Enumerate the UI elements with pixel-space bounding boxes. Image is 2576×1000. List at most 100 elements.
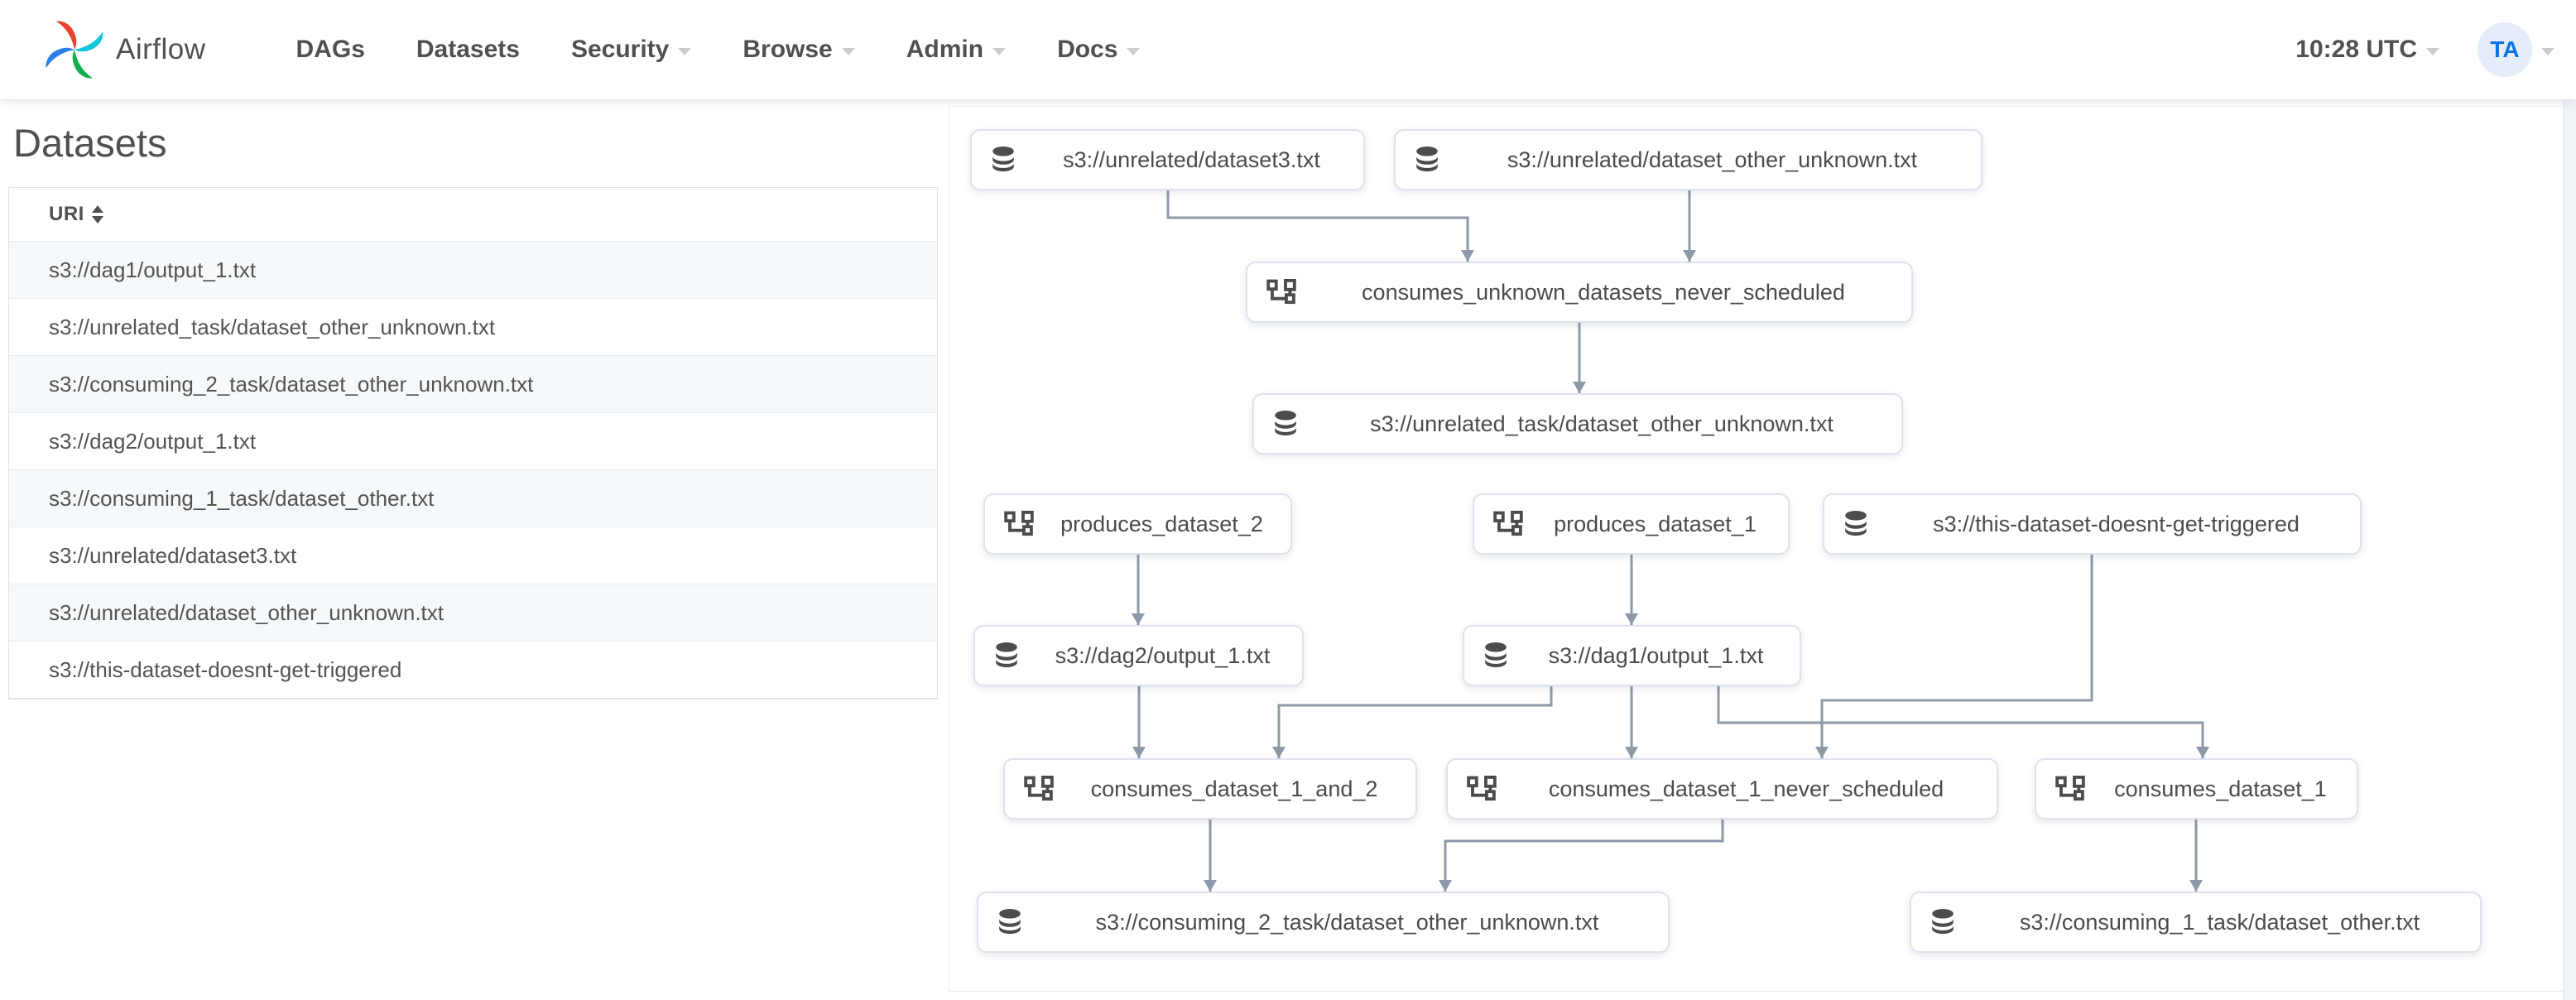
- graph-node-produces-dataset-2[interactable]: produces_dataset_2: [983, 493, 1292, 555]
- database-icon: [1843, 509, 1869, 539]
- nav-item-label: Docs: [1057, 36, 1118, 63]
- page-title: Datasets: [13, 121, 167, 165]
- arrowhead: [1272, 747, 1286, 758]
- chevron-down-icon: [992, 47, 1007, 55]
- chevron-down-icon: [2426, 47, 2439, 55]
- chevron-down-icon: [2541, 47, 2554, 55]
- dataset-row[interactable]: s3://this-dataset-doesnt-get-triggered: [9, 642, 937, 699]
- nav-item-docs[interactable]: Docs: [1031, 0, 1165, 99]
- graph-node-consuming-2-task-dataset-other-unknown[interactable]: s3://consuming_2_task/dataset_other_unkn…: [977, 892, 1670, 953]
- arrowhead: [2189, 880, 2203, 892]
- node-label: produces_dataset_2: [1060, 511, 1263, 536]
- graph-node-consumes-unknown-datasets-never-scheduled[interactable]: consumes_unknown_datasets_never_schedule…: [1246, 262, 1913, 323]
- user-menu[interactable]: TA: [2477, 22, 2554, 77]
- nav-item-label: Datasets: [416, 36, 520, 63]
- nav-item-datasets[interactable]: Datasets: [391, 0, 545, 99]
- node-label: s3://dag2/output_1.txt: [1055, 642, 1271, 668]
- node-label: consumes_dataset_1_and_2: [1090, 776, 1378, 801]
- arrowhead: [1132, 613, 1145, 625]
- edge-unrelated-dataset3-consumes-unknown-datasets-never-scheduled: [1166, 190, 1469, 262]
- graph-node-dag2-output-1[interactable]: s3://dag2/output_1.txt: [973, 625, 1304, 686]
- main-menu: DAGs Datasets Security Browse Admin Docs: [271, 0, 1166, 99]
- arrowhead: [1204, 880, 1217, 892]
- node-label: s3://unrelated_task/dataset_other_unknow…: [1370, 411, 1833, 436]
- node-label: s3://consuming_2_task/dataset_other_unkn…: [1095, 909, 1599, 935]
- airflow-pinwheel-icon: [43, 18, 106, 81]
- graph-node-consumes-dataset-1-never-scheduled[interactable]: consumes_dataset_1_never_scheduled: [1446, 758, 1998, 820]
- dataset-row[interactable]: s3://dag2/output_1.txt: [9, 413, 937, 470]
- nav-item-label: Admin: [906, 36, 984, 63]
- graph-node-this-dataset-doesnt-get-triggered[interactable]: s3://this-dataset-doesnt-get-triggered: [1823, 493, 2362, 555]
- uri-column-header[interactable]: URI: [9, 188, 937, 242]
- database-icon: [1483, 641, 1509, 671]
- sort-icon: [91, 205, 103, 224]
- dag-icon: [1266, 279, 1297, 305]
- node-label: produces_dataset_1: [1554, 511, 1757, 536]
- nav-item-security[interactable]: Security: [545, 0, 717, 99]
- chevron-down-icon: [678, 47, 692, 55]
- graph-node-consuming-1-task-dataset-other[interactable]: s3://consuming_1_task/dataset_other.txt: [1910, 892, 2482, 953]
- node-label: s3://consuming_1_task/dataset_other.txt: [2019, 909, 2420, 935]
- graph-node-dag1-output-1[interactable]: s3://dag1/output_1.txt: [1463, 625, 1801, 686]
- graph-node-unrelated-dataset-other-unknown[interactable]: s3://unrelated/dataset_other_unknown.txt: [1394, 129, 1982, 190]
- arrowhead: [1625, 613, 1638, 625]
- dataset-graph-panel: s3://unrelated/dataset3.txt s3://unrelat…: [949, 106, 2564, 992]
- chevron-down-icon: [841, 47, 855, 55]
- nav-item-admin[interactable]: Admin: [881, 0, 1031, 99]
- avatar: TA: [2477, 22, 2532, 77]
- dataset-row[interactable]: s3://unrelated_task/dataset_other_unknow…: [9, 299, 937, 356]
- arrowhead: [2196, 747, 2209, 758]
- database-icon: [993, 641, 1020, 671]
- nav-item-label: DAGs: [296, 36, 365, 63]
- node-label: s3://unrelated/dataset3.txt: [1063, 147, 1320, 172]
- edge-dag1-output-1-consumes-dataset-1: [1717, 686, 2204, 758]
- uri-column-label: URI: [49, 203, 84, 225]
- nav-item-dags[interactable]: DAGs: [271, 0, 391, 99]
- airflow-brand[interactable]: Airflow: [43, 18, 206, 81]
- edge-dag1-output-1-consumes-dataset-1-and-2: [1277, 686, 1553, 758]
- dag-icon: [1466, 776, 1497, 802]
- nav-item-label: Security: [570, 36, 670, 63]
- dag-icon: [2055, 776, 2086, 802]
- node-label: consumes_dataset_1: [2114, 776, 2327, 801]
- arrowhead: [1625, 747, 1638, 758]
- dataset-row[interactable]: s3://unrelated/dataset3.txt: [9, 527, 937, 584]
- node-label: consumes_dataset_1_never_scheduled: [1548, 776, 1944, 801]
- arrowhead: [1439, 880, 1452, 892]
- edge-this-dataset-doesnt-get-triggered-consumes-dataset-1-never-scheduled: [1820, 555, 2093, 758]
- dag-icon: [1023, 776, 1055, 802]
- database-icon: [1272, 409, 1299, 439]
- nav-item-label: Browse: [743, 36, 833, 63]
- navbar-right: 10:28 UTC TA: [2295, 22, 2554, 77]
- arrowhead: [1132, 747, 1146, 758]
- nav-item-browse[interactable]: Browse: [717, 0, 880, 99]
- node-label: s3://dag1/output_1.txt: [1548, 642, 1764, 668]
- node-label: s3://unrelated/dataset_other_unknown.txt: [1507, 147, 1918, 172]
- clock-dropdown[interactable]: 10:28 UTC: [2295, 36, 2439, 64]
- database-icon: [997, 907, 1023, 937]
- node-label: s3://this-dataset-doesnt-get-triggered: [1933, 511, 2300, 536]
- graph-node-unrelated-task-dataset-other-unknown[interactable]: s3://unrelated_task/dataset_other_unknow…: [1252, 393, 1903, 454]
- graph-node-produces-dataset-1[interactable]: produces_dataset_1: [1473, 493, 1790, 555]
- dataset-row[interactable]: s3://consuming_2_task/dataset_other_unkn…: [9, 356, 937, 413]
- dataset-row[interactable]: s3://unrelated/dataset_other_unknown.txt: [9, 584, 937, 642]
- database-icon: [990, 145, 1016, 175]
- graph-node-consumes-dataset-1[interactable]: consumes_dataset_1: [2035, 758, 2358, 820]
- arrowhead: [1573, 382, 1586, 393]
- dataset-row[interactable]: s3://consuming_1_task/dataset_other.txt: [9, 470, 937, 527]
- dag-icon: [1492, 511, 1524, 537]
- arrowhead: [1683, 250, 1696, 262]
- arrowhead: [1815, 747, 1829, 758]
- dag-icon: [1003, 511, 1035, 537]
- graph-node-unrelated-dataset3[interactable]: s3://unrelated/dataset3.txt: [970, 129, 1365, 190]
- arrowhead: [1461, 250, 1474, 262]
- dataset-row[interactable]: s3://dag1/output_1.txt: [9, 242, 937, 299]
- graph-node-consumes-dataset-1-and-2[interactable]: consumes_dataset_1_and_2: [1003, 758, 1417, 820]
- vertical-scrollbar[interactable]: [2563, 100, 2576, 1000]
- clock-label: 10:28 UTC: [2295, 36, 2417, 63]
